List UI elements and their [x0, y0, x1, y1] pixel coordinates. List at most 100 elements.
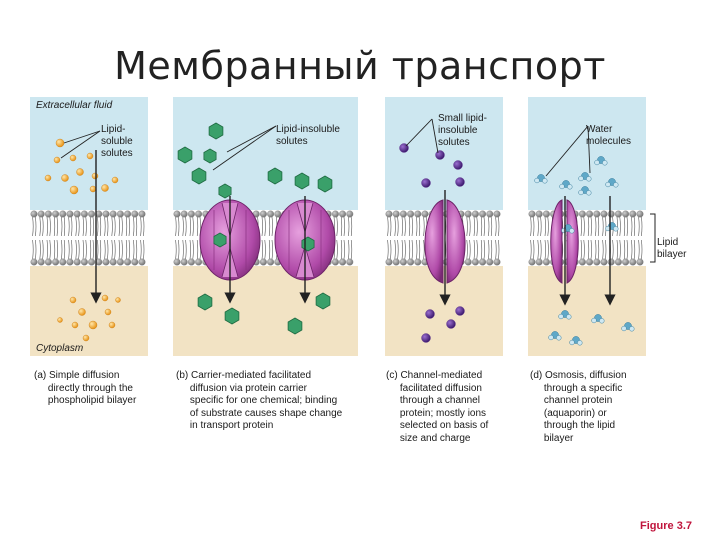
- lipid-insoluble-solute: [315, 292, 331, 310]
- lipid-insoluble-solute: [287, 317, 303, 335]
- phospholipid-head: [622, 210, 630, 218]
- phospholipid-head: [131, 258, 139, 266]
- phospholipid-head: [607, 210, 615, 218]
- phospholipid-head: [600, 210, 608, 218]
- phospholipid-head: [535, 258, 543, 266]
- lipid-insoluble-solute: [224, 307, 240, 325]
- lipid-soluble-solute: [53, 156, 61, 164]
- phospholipid-head: [414, 210, 422, 218]
- phospholipid-head: [622, 258, 630, 266]
- phospholipid-head: [464, 210, 472, 218]
- lipid-soluble-solute: [108, 321, 116, 329]
- lipid-insoluble-solute: [203, 148, 217, 164]
- phospholipid-head: [392, 258, 400, 266]
- phospholipid-head: [59, 258, 67, 266]
- lipid-insoluble-solute: [177, 146, 193, 164]
- lipid-soluble-solute: [82, 334, 90, 342]
- ion: [455, 177, 465, 187]
- lipid-soluble-solutes-label: Lipid- soluble solutes: [101, 124, 133, 159]
- phospholipid-head: [479, 210, 487, 218]
- phospholipid-head: [80, 258, 88, 266]
- phospholipid-head: [493, 210, 501, 218]
- phospholipid-head: [30, 210, 38, 218]
- phospholipid-head: [593, 210, 601, 218]
- lipid-insoluble-solute: [197, 293, 213, 311]
- phospholipid-head: [586, 258, 594, 266]
- phospholipid-head: [339, 210, 347, 218]
- phospholipid-head: [535, 210, 543, 218]
- caption-carrier-mediated: (b) Carrier-mediated facilitated diffusi…: [176, 370, 343, 431]
- ion: [446, 319, 456, 329]
- lipid-insoluble-solutes: [177, 122, 333, 335]
- phospholipid-head: [407, 210, 415, 218]
- phospholipid-head: [30, 258, 38, 266]
- phospholipid-head: [614, 210, 622, 218]
- water-molecule: [605, 178, 619, 188]
- phospholipid-head: [124, 210, 132, 218]
- phospholipid-head: [629, 210, 637, 218]
- small-lipid-insoluble-solutes-label: Small lipid- insoluble solutes: [438, 113, 487, 148]
- phospholipid-head: [346, 210, 354, 218]
- phospholipid-head: [471, 258, 479, 266]
- phospholipid-head: [593, 258, 601, 266]
- phospholipid-head: [629, 258, 637, 266]
- lipid-soluble-solute: [44, 174, 52, 182]
- phospholipid-head: [471, 210, 479, 218]
- phospholipid-head: [88, 258, 96, 266]
- phospholipid-head: [44, 258, 52, 266]
- lipid-insoluble-solutes-label: Lipid-insoluble solutes: [276, 124, 340, 147]
- phospholipid-head: [614, 258, 622, 266]
- phospholipid-head: [493, 258, 501, 266]
- phospholipid-head: [464, 258, 472, 266]
- phospholipid-head: [385, 258, 393, 266]
- phospholipid-head: [66, 258, 74, 266]
- phospholipid-head: [586, 210, 594, 218]
- phospholipid-head: [52, 210, 60, 218]
- water-molecule: [534, 174, 548, 184]
- phospholipid-head: [73, 210, 81, 218]
- bilayer-bracket: [650, 213, 656, 263]
- water-molecule: [559, 180, 573, 190]
- phospholipid-head: [173, 210, 181, 218]
- phospholipid-head: [73, 258, 81, 266]
- phospholipid-head: [66, 210, 74, 218]
- phospholipid-head: [528, 258, 536, 266]
- lipid-insoluble-solute: [191, 167, 207, 185]
- phospholipid-head: [59, 210, 67, 218]
- phospholipid-head: [407, 258, 415, 266]
- phospholipid-head: [399, 258, 407, 266]
- lipid-soluble-solute: [69, 154, 77, 162]
- phospholipid-head: [44, 210, 52, 218]
- lipid-soluble-solute: [78, 308, 86, 316]
- phospholipid-head: [180, 258, 188, 266]
- panel-simple-diffusion: [30, 97, 148, 356]
- figure-label: Figure 3.7: [640, 520, 692, 532]
- lipid-bilayer: [30, 210, 146, 266]
- phospholipid-head: [385, 210, 393, 218]
- phospholipid-head: [414, 258, 422, 266]
- lipid-soluble-solute: [101, 294, 109, 302]
- phospholipid-head: [392, 210, 400, 218]
- lipid-soluble-solute: [69, 296, 77, 304]
- phospholipid-head: [607, 258, 615, 266]
- ion: [455, 306, 465, 316]
- phospholipid-head: [102, 210, 110, 218]
- phospholipid-head: [600, 258, 608, 266]
- phospholipid-head: [195, 210, 203, 218]
- phospholipid-head: [486, 210, 494, 218]
- phospholipid-head: [109, 258, 117, 266]
- water-molecule: [621, 322, 635, 332]
- channel-protein: [424, 199, 466, 284]
- phospholipid-head: [421, 210, 429, 218]
- phospholipid-head: [274, 210, 282, 218]
- lipid-insoluble-solute: [301, 236, 315, 252]
- phospholipid-head: [578, 258, 586, 266]
- phospholipid-head: [578, 210, 586, 218]
- phospholipid-head: [88, 210, 96, 218]
- aquaporin-protein: [550, 199, 579, 284]
- phospholipid-head: [131, 210, 139, 218]
- phospholipid-head: [37, 258, 45, 266]
- phospholipid-head: [116, 258, 124, 266]
- phospholipid-head: [542, 210, 550, 218]
